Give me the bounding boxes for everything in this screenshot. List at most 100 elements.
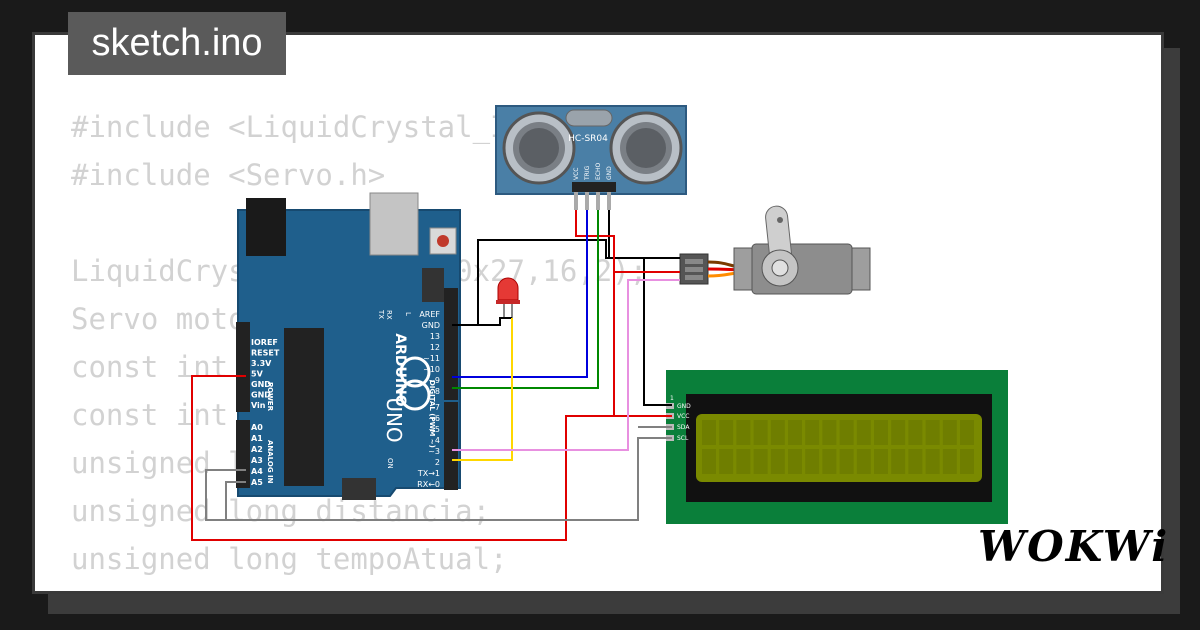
lcd-cell: [788, 420, 802, 445]
pin-label: IOREF: [251, 338, 278, 347]
icsp-header-top: [422, 268, 444, 302]
lcd-cell: [839, 449, 854, 474]
lcd-cell: [960, 449, 974, 474]
wire-servo-signal: [452, 279, 680, 451]
sensor-transducer-left: [502, 111, 576, 185]
red-led[interactable]: [496, 277, 520, 318]
lcd-cell: [839, 420, 854, 445]
led-label: RX: [385, 310, 393, 320]
power-jack: [246, 198, 286, 256]
wokwi-logo[interactable]: WOKWi: [978, 522, 1170, 571]
lcd-cell: [822, 449, 837, 474]
pin-label: GND: [251, 391, 271, 400]
wire-echo: [452, 210, 599, 389]
lcd-cell: [856, 420, 871, 445]
left-header: [236, 322, 250, 488]
pin-label: A2: [251, 445, 263, 454]
lcd-cell: [753, 449, 768, 474]
wire-lcd-gnd: [643, 258, 672, 406]
wire-trig: [452, 210, 588, 378]
digital-section-label: DIGITAL (PWM ~): [428, 380, 436, 448]
lcd-pin-label: SCL: [677, 435, 689, 442]
on-label: ON: [386, 458, 394, 469]
servo-motor[interactable]: [679, 205, 871, 295]
pin-label: ~3: [428, 447, 440, 456]
pin-label: ~6: [428, 414, 440, 423]
pin-label: RX←0: [417, 480, 440, 489]
lcd-cell: [856, 449, 871, 474]
usb-port: [369, 192, 419, 256]
pin-label: A5: [251, 478, 263, 487]
sketch-filename-tab[interactable]: sketch.ino: [68, 12, 286, 75]
lcd-cell: [719, 449, 734, 474]
lcd-cell: [719, 420, 734, 445]
wire-led: [452, 318, 513, 461]
pin-label: 3.3V: [251, 359, 272, 368]
lcd-cell: [770, 420, 785, 445]
digital-pin-labels-top: AREF GND 13 12 ~11 ~10 ~9 8: [419, 310, 440, 396]
sensor-pin-label: ECHO: [595, 163, 602, 180]
lcd-cell: [805, 449, 820, 474]
lcd-pin-one-label: 1: [670, 395, 674, 402]
lcd-cell: [942, 449, 957, 474]
wire-scl: [225, 481, 246, 520]
lcd-pin-label: SDA: [677, 424, 690, 431]
wire-gnd-arduino: [452, 239, 680, 326]
wires: [191, 210, 680, 541]
ultrasonic-sensor[interactable]: HC-SR04 VCC TRIG ECHO GND: [495, 105, 687, 210]
lcd-cell: [788, 449, 802, 474]
wire-sda: [205, 437, 672, 521]
lcd-cell: [753, 420, 768, 445]
sensor-transducer-right: [609, 111, 683, 185]
code-line: unsigned long tempoAtual;: [71, 542, 508, 576]
code-line: unsigned long tempoAnterior;: [71, 583, 647, 591]
lcd-cell: [736, 420, 751, 445]
lcd-cell: [925, 420, 940, 445]
lcd-pin-label: VCC: [677, 413, 689, 420]
pin-label: 13: [430, 332, 440, 341]
lcd-cell: [736, 449, 751, 474]
pin-label: A1: [251, 434, 263, 443]
icsp-header-bottom: [342, 478, 376, 500]
pin-label: 2: [435, 458, 440, 467]
pin-label: GND: [251, 380, 271, 389]
logo-arduino: ARDUINO UNO: [382, 333, 431, 443]
wire-5v: [191, 375, 614, 541]
top-header: [444, 288, 458, 490]
lcd-cell: [891, 449, 906, 474]
pin-label: ~10: [423, 365, 440, 374]
led-label: L: [404, 312, 412, 316]
pin-label: AREF: [419, 310, 440, 319]
lcd-cell: [960, 420, 974, 445]
pin-label: 5V: [251, 370, 264, 379]
pin-label: 8: [435, 387, 440, 396]
arduino-uno-board[interactable]: ARDUINO UNO TX RX L ON POWER ANALOG IN D…: [236, 192, 461, 500]
lcd-cell: [805, 420, 820, 445]
lcd-display[interactable]: 1 GND VCC SDA SCL: [666, 370, 1008, 524]
lcd-pin-label: GND: [677, 403, 691, 410]
wire-led-cathode: [478, 317, 512, 326]
pin-label: TX→1: [417, 469, 440, 478]
sensor-pin-label: TRIG: [584, 165, 591, 181]
analog-section-label: ANALOG IN: [266, 440, 274, 484]
pin-label: GND: [422, 321, 440, 330]
lcd-cell: [908, 420, 923, 445]
lcd-cell: [822, 420, 837, 445]
lcd-cell: [925, 449, 940, 474]
pin-label: Vin: [251, 401, 266, 410]
lcd-cell: [891, 420, 906, 445]
pin-label: ~11: [423, 354, 440, 363]
lcd-cell: [874, 449, 888, 474]
pin-label: A4: [251, 467, 263, 476]
pin-label: A0: [251, 423, 263, 432]
infinity-icon: [399, 356, 431, 388]
lcd-cell: [908, 449, 923, 474]
atmega-chip: [284, 328, 324, 486]
pin-label: 12: [430, 343, 440, 352]
lcd-cell: [702, 420, 716, 445]
pin-label: ~5: [428, 425, 440, 434]
pin-label: ~9: [428, 376, 440, 385]
